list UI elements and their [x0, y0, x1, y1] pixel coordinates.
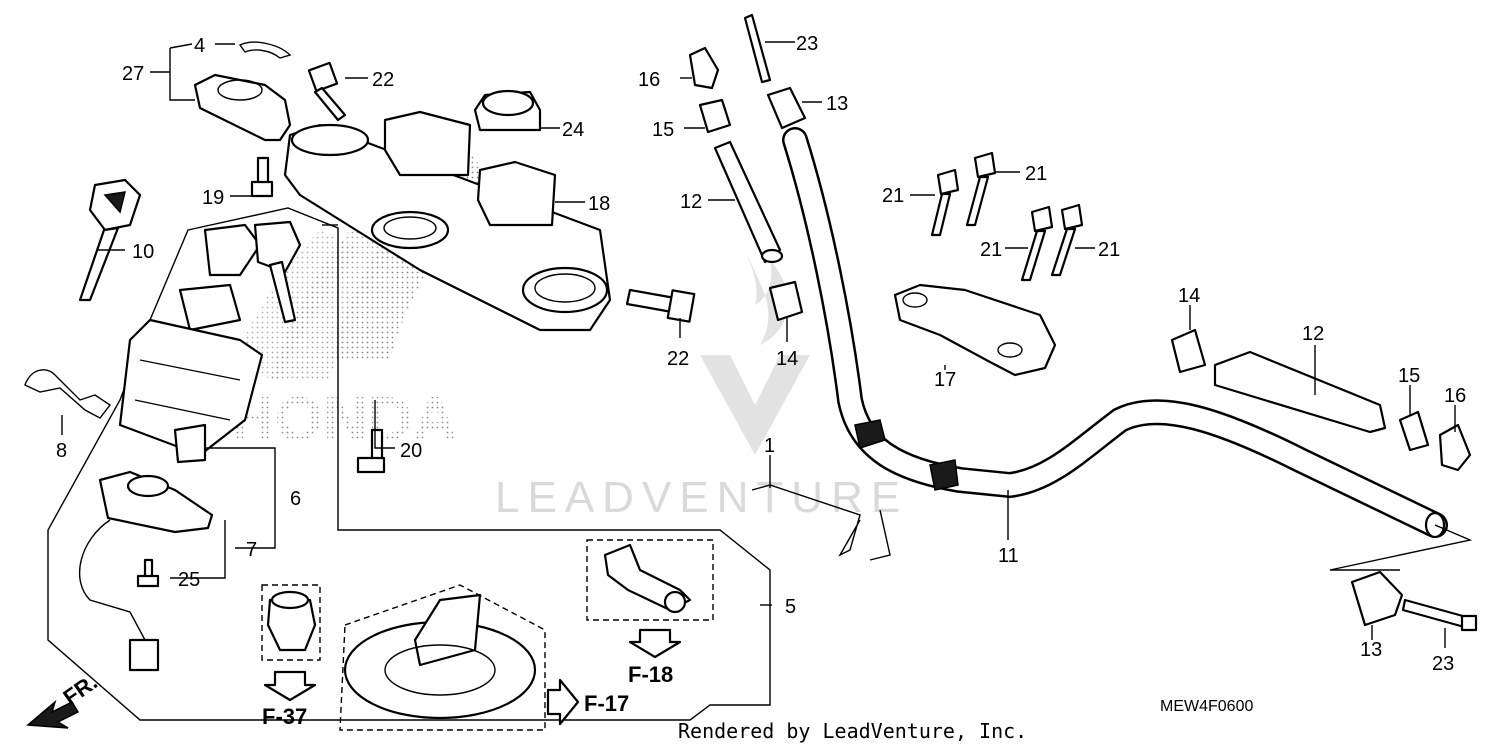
ref-f37: F-37 [262, 704, 307, 729]
label-16-right: 16 [1444, 385, 1466, 407]
ignition-group-outline [47, 207, 771, 721]
label-21-b: 21 [1025, 163, 1047, 185]
label-11: 11 [998, 545, 1019, 567]
leadventure-watermark: LEADVENTURE [495, 250, 908, 522]
label-17: 17 [934, 369, 956, 391]
label-14-mid: 14 [776, 348, 798, 370]
label-16-top: 16 [638, 69, 660, 91]
inner-weight-12-right [1213, 350, 1387, 434]
lock-cylinder-part [266, 590, 317, 652]
label-7: 7 [246, 539, 257, 561]
label-5: 5 [785, 596, 796, 618]
label-23-right: 23 [1432, 653, 1454, 675]
bolt-19 [250, 156, 274, 198]
seat-lock-part [78, 470, 214, 672]
inner-weight-12-top [713, 140, 784, 264]
seat-lock-cylinder-dashed-box [586, 539, 714, 621]
wire-clip-part [24, 369, 112, 419]
label-10: 10 [132, 241, 154, 263]
leader-lines [61, 41, 1456, 648]
fuel-cap-dashed-box [339, 584, 546, 731]
label-1: 1 [764, 435, 775, 457]
cable-stay-part [751, 484, 891, 561]
rubber-14-top [768, 280, 804, 322]
handlebar-part [782, 127, 1448, 539]
label-14-right: 14 [1178, 285, 1200, 307]
front-direction-label: FR. [59, 669, 102, 710]
cap-nut-part [473, 89, 542, 132]
fuel-cap-part [343, 593, 537, 720]
bar-end-bolt-23-top [743, 13, 772, 84]
bolt-22-mid [625, 288, 696, 323]
holder-bolts-21 [930, 151, 1084, 282]
label-13-right: 13 [1360, 639, 1382, 661]
clamp-part [193, 41, 292, 142]
ref-f18: F-18 [628, 662, 673, 687]
label-21-c: 21 [980, 239, 1002, 261]
clip-16-top [688, 46, 720, 90]
label-25: 25 [178, 569, 200, 591]
label-21-a: 21 [882, 185, 904, 207]
leadventure-wordmark: LEADVENTURE [495, 473, 908, 522]
label-27: 27 [122, 63, 144, 85]
ref-f17: F-17 [584, 691, 629, 716]
arrow-to-f37 [263, 670, 317, 702]
label-8: 8 [56, 440, 67, 462]
ignition-switch-part [118, 220, 302, 464]
label-15-right: 15 [1398, 365, 1420, 387]
label-15-top: 15 [652, 119, 674, 141]
arrow-to-f18 [628, 628, 682, 659]
bar-end-weight-13-top [766, 86, 807, 130]
label-22-mid: 22 [667, 348, 689, 370]
top-bridge-part [283, 110, 612, 332]
label-4: 4 [194, 35, 205, 57]
bolt-22-top [307, 61, 347, 122]
label-19: 19 [202, 187, 224, 209]
bar-end-bolt-23-right [1401, 598, 1478, 632]
label-18: 18 [588, 193, 610, 215]
label-24: 24 [562, 119, 584, 141]
front-direction-arrow [26, 699, 80, 729]
diagram-code: MEW4F0600 [1160, 698, 1253, 715]
label-12-top: 12 [680, 191, 702, 213]
label-23-top: 23 [796, 33, 818, 55]
honda-wordmark-watermark: HONDA [230, 385, 457, 454]
render-credit: Rendered by LeadVenture, Inc. [678, 719, 1027, 743]
label-20: 20 [400, 440, 422, 462]
label-12-right: 12 [1302, 323, 1324, 345]
arrow-to-f17 [546, 678, 580, 726]
screw-25 [136, 558, 160, 588]
label-21-d: 21 [1098, 239, 1120, 261]
handlebar-holder-part [893, 283, 1057, 377]
seat-lock-cylinder-part [603, 543, 692, 614]
bar-end-weight-13-right [1350, 570, 1404, 627]
grommet-15-right [1398, 410, 1430, 452]
rubber-14-right [1170, 328, 1207, 374]
label-22-top: 22 [372, 69, 394, 91]
label-6: 6 [290, 488, 301, 510]
grommet-15-top [698, 98, 732, 134]
lock-cylinder-dashed-box [261, 584, 321, 661]
handlebar-guide-line [1329, 524, 1473, 571]
key-part [78, 178, 142, 302]
label-13-top: 13 [826, 93, 848, 115]
